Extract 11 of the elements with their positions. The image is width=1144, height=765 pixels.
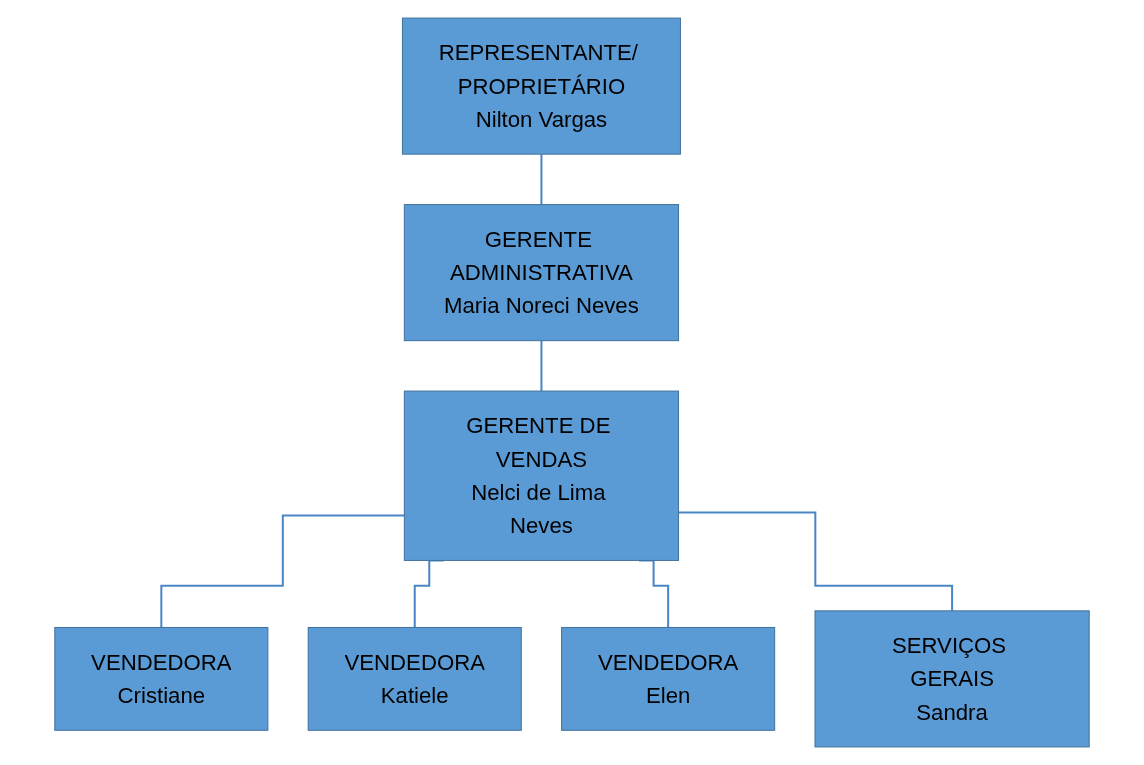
connector — [160, 514, 405, 629]
node-box: VENDEDORA Elen — [561, 626, 776, 731]
node-box: REPRESENTANTE/ PROPRIETÁRIO Nilton Vargas — [401, 17, 681, 155]
node-box: SERVIÇOS GERAIS Sandra — [814, 610, 1090, 748]
node-box: VENDEDORA Cristiane — [54, 626, 269, 731]
connector — [540, 339, 543, 393]
node-box: GERENTE ADMINISTRATIVA Maria Noreci Neves — [403, 204, 680, 342]
node-box: VENDEDORA Katiele — [307, 626, 522, 731]
connector — [540, 153, 543, 206]
connector — [678, 511, 954, 612]
node-box: GERENTE DE VENDAS Nelci de Lima Neves — [403, 390, 680, 561]
